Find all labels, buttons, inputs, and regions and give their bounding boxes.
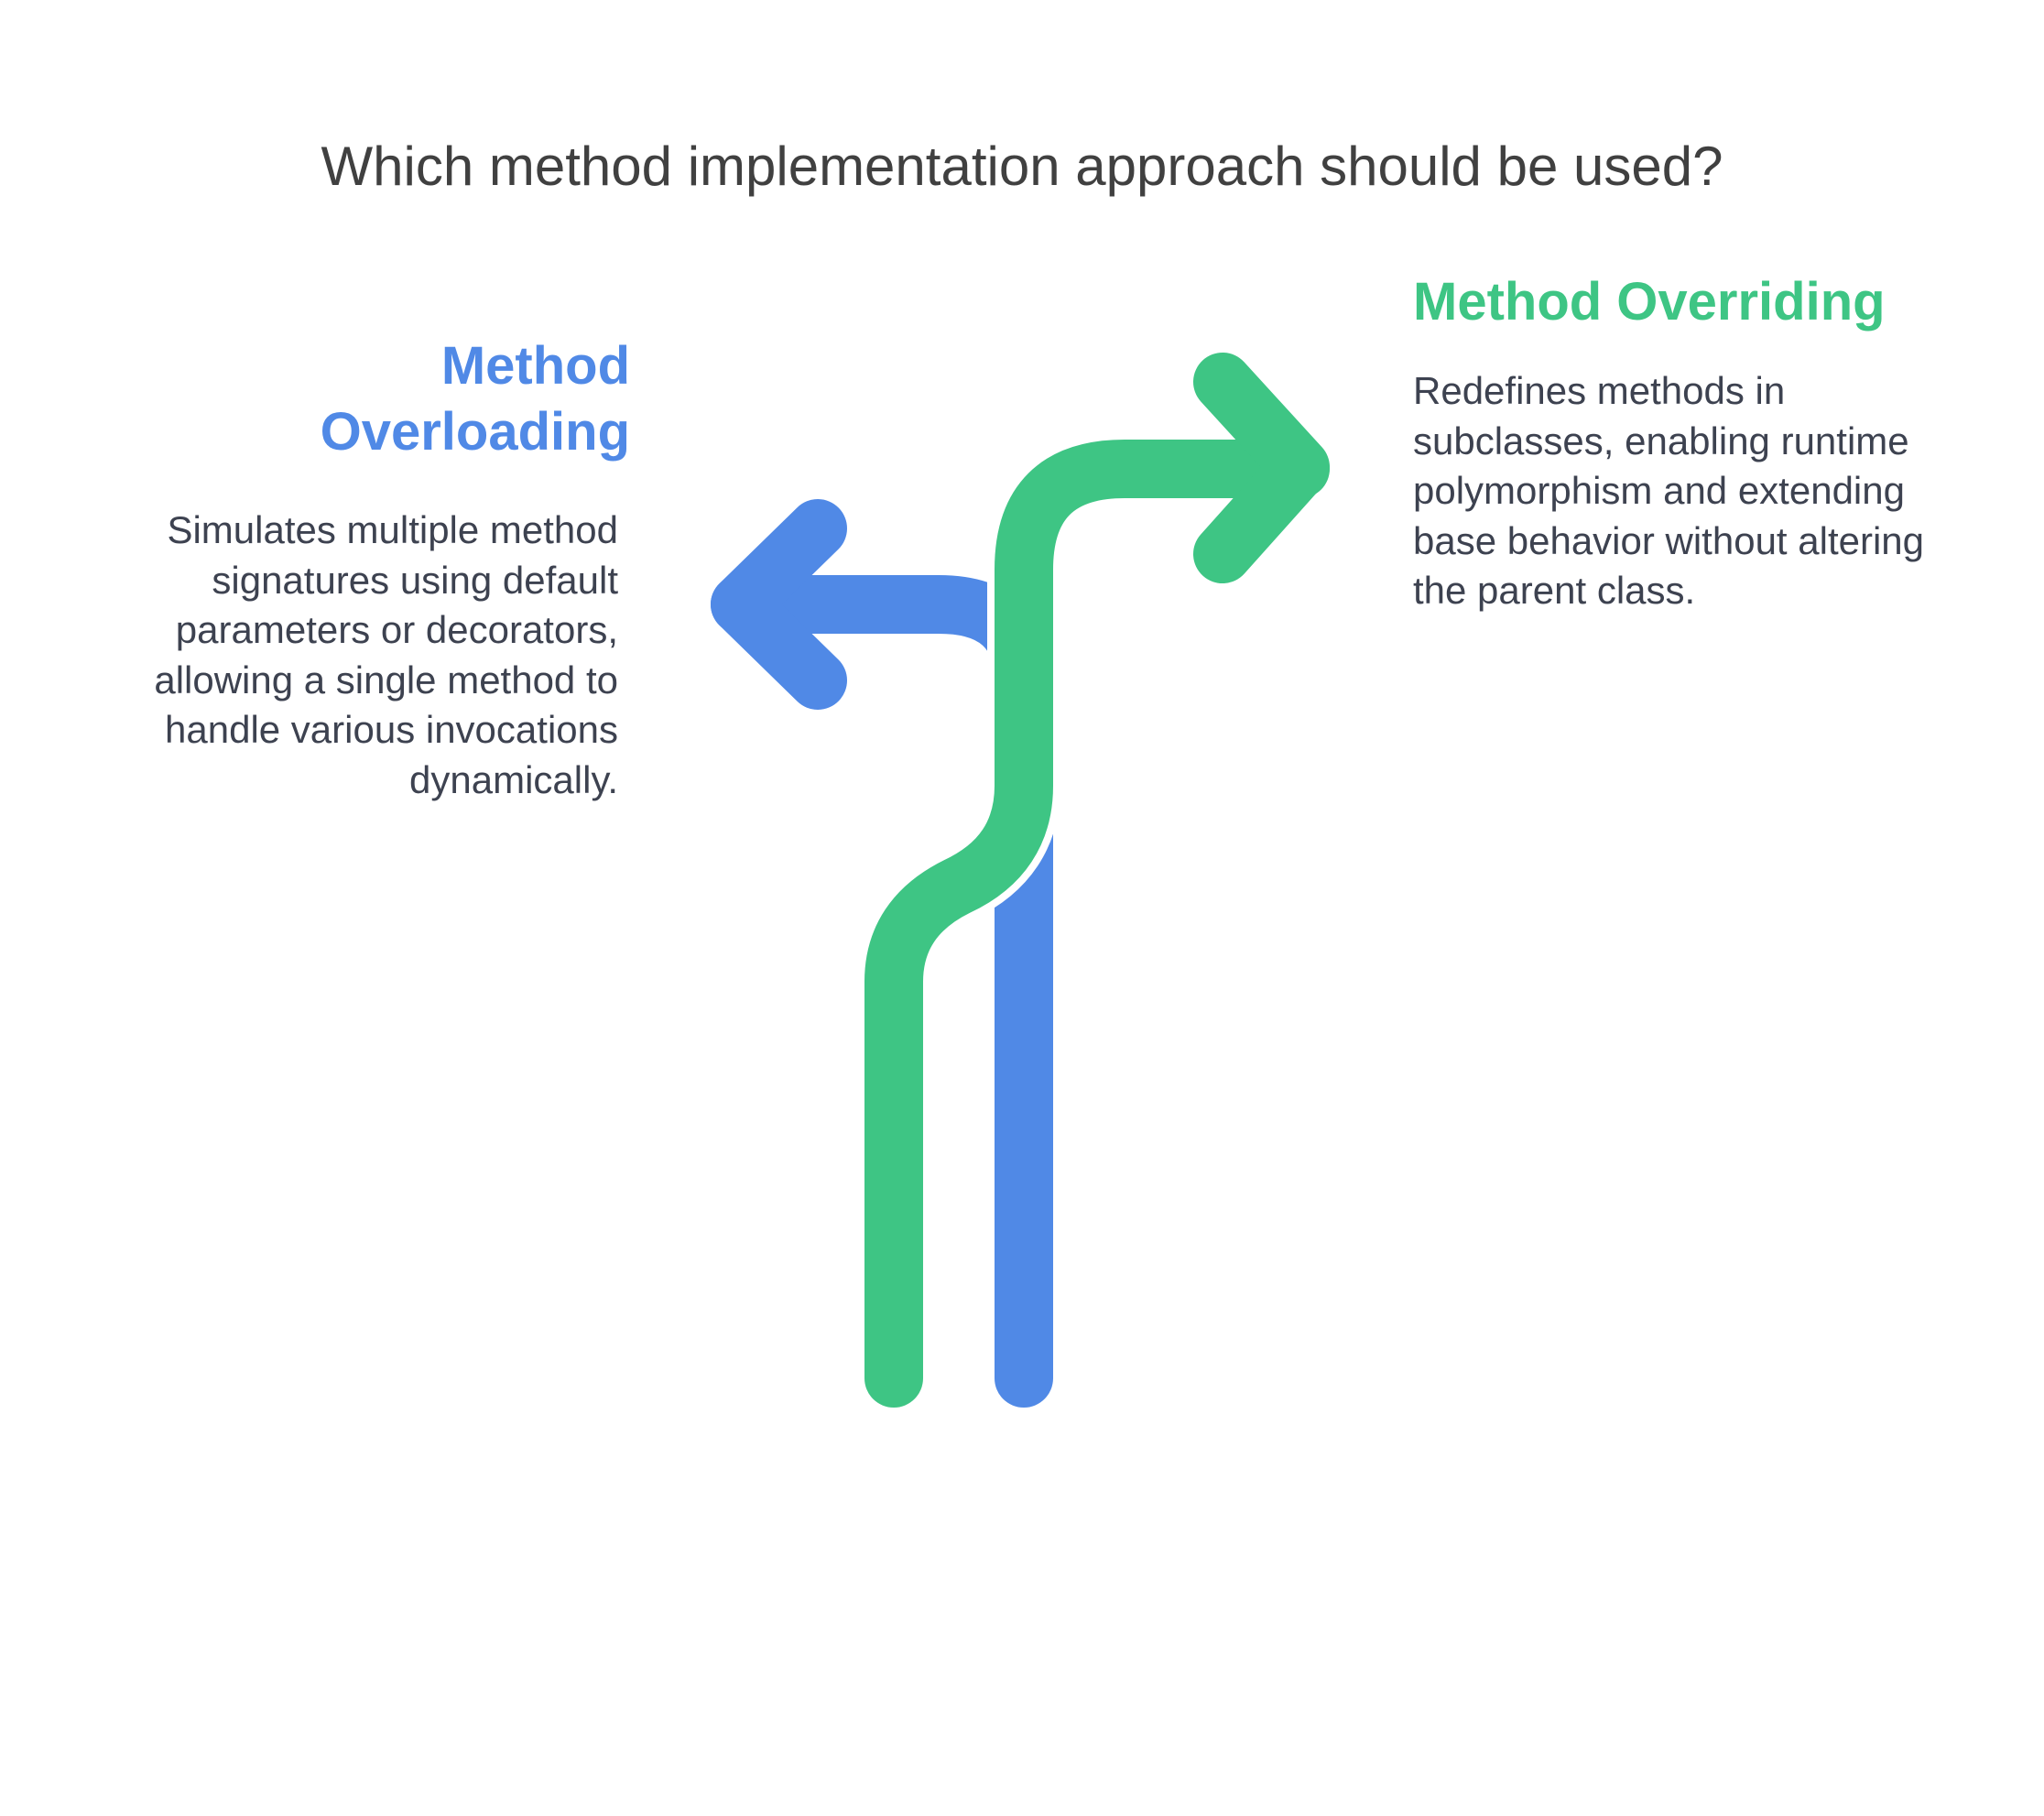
diagram-title: Which method implementation approach sho…: [321, 136, 1723, 197]
right-arrowhead: [1193, 353, 1330, 583]
right-path-stem: [864, 440, 1330, 1408]
arrow-right-icon: [857, 353, 1337, 1415]
right-option-heading: Method Overriding: [1413, 272, 1886, 332]
left-option-heading: Method Overloading: [320, 336, 630, 462]
left-option-description: Simulates multiple method signatures usi…: [154, 508, 618, 801]
right-option-description: Redefines methods in subclasses, enablin…: [1413, 369, 1925, 612]
left-arrowhead: [711, 499, 847, 710]
